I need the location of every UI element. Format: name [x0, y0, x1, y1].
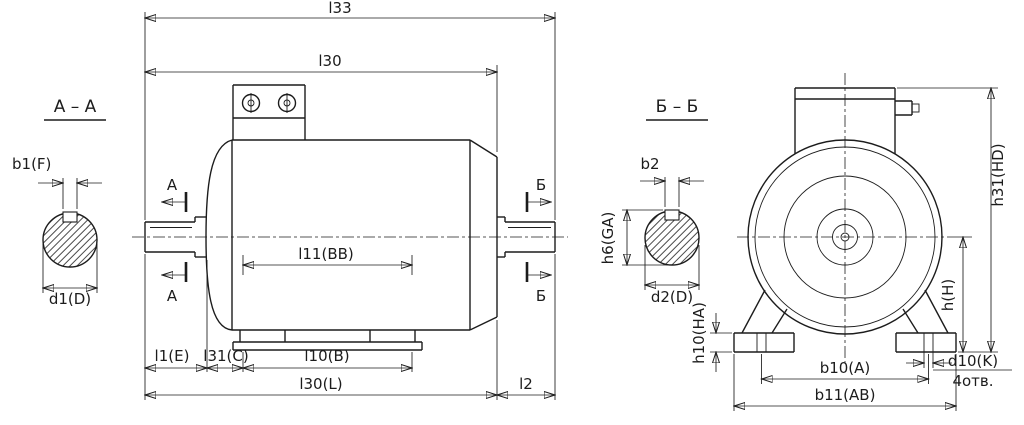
dim-b1f-label: b1(F) [12, 155, 51, 173]
cut-a-label: А [167, 176, 178, 194]
dim-d10k-label: d10(K) [948, 352, 998, 370]
mounting-feet [733, 289, 957, 353]
cut-a-label: А [167, 287, 178, 305]
cut-b-label: Б [536, 287, 546, 305]
cut-mark-a: А А [162, 176, 188, 305]
dim-l10b-label: l10(B) [304, 347, 349, 365]
dim-b10a-label: b10(A) [820, 359, 871, 377]
dim-l30-label: l30 [318, 52, 341, 70]
dim-b2-label: b2 [640, 155, 659, 173]
dim-b11ab-label: b11(AB) [815, 386, 876, 404]
dim-l31c-label: l31(C) [203, 347, 248, 365]
cut-b-label: Б [536, 176, 546, 194]
dim-h31hd-label: h31(HD) [989, 143, 1007, 206]
keyway-a [62, 211, 78, 223]
section-aa-title: А – А [54, 97, 97, 117]
dim-l11bb-label: l11(BB) [298, 245, 354, 263]
bearing-cap-circle [816, 208, 874, 266]
dim-d1d-label: d1(D) [49, 290, 91, 308]
section-aa-view: А – А b1(F) d1(D) [12, 97, 106, 308]
dim-l33-label: l33 [328, 0, 351, 17]
dim-l30l-label: l30(L) [299, 375, 342, 393]
dim-h10ha-label: h10(HA) [690, 302, 708, 364]
terminal-box-side [232, 84, 306, 140]
terminal-box-front [794, 87, 920, 154]
section-bb-view: Б – Б b2 h6(GA) d2(D) [599, 97, 708, 306]
dim-hh-label: h(H) [939, 279, 957, 312]
motor-frame-outer-circle [747, 139, 943, 335]
section-bb-title: Б – Б [656, 97, 699, 117]
end-shield-circle [783, 175, 907, 299]
dim-l2-label: l2 [519, 375, 533, 393]
holes-note-label: 4отв. [952, 372, 993, 390]
dim-l1e-label: l1(E) [155, 347, 190, 365]
shaft-end-circle [832, 224, 858, 250]
cut-mark-b: Б Б [525, 176, 551, 305]
cable-gland-icon [911, 103, 920, 113]
dim-h6ga-label: h6(GA) [599, 212, 617, 265]
motor-body-left-cap [205, 139, 233, 331]
side-view: А А Б Б l33 l30 [132, 0, 568, 400]
dim-d2d-label: d2(D) [651, 288, 693, 306]
front-view: b10(A) b11(AB) d10(K) 4отв. h10(HA) h(H)… [690, 73, 1012, 411]
keyway-b [664, 209, 680, 221]
